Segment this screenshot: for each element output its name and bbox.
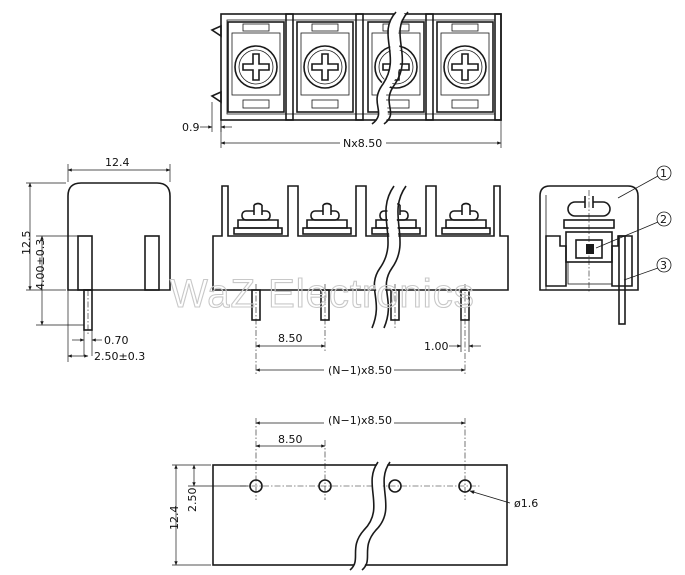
- dim-pcb-pitch: 8.50: [278, 433, 303, 446]
- front-body: [212, 185, 509, 291]
- callout-2-circle: [656, 211, 672, 227]
- pcb-layout: (N−1)x8.50 8.50 12.4 2.50 ø1.6: [168, 413, 538, 574]
- callout-2: 2: [660, 213, 667, 226]
- callout-1: 1: [660, 167, 667, 180]
- top-screw-cell-1: [228, 22, 284, 112]
- dim-pin-thickness: 0.70: [104, 334, 129, 347]
- section-clamp-core: [586, 244, 594, 254]
- front-screw-1: [233, 202, 283, 235]
- top-view: 0.9 Nx8.50: [182, 8, 502, 150]
- break-line-pcb-a: [349, 461, 379, 571]
- left-latch-top: [210, 24, 222, 38]
- front-view: 8.50 1.00 (N−1)x8.50: [212, 183, 509, 377]
- dim-pcb-row-offset: 2.50: [186, 488, 199, 513]
- break-line-front-b: [383, 185, 407, 329]
- dim-pcb-span: (N−1)x8.50: [328, 414, 392, 427]
- dim-total-width: Nx8.50: [343, 137, 382, 150]
- dim-top-pin-offset: 0.9: [182, 121, 200, 134]
- dim-pin-length: 4.00±0.3: [34, 239, 47, 290]
- section-hatch-right: [611, 235, 633, 287]
- break-line-front-a: [371, 185, 395, 329]
- dim-pin-offset: 2.50±0.3: [94, 350, 145, 363]
- dim-hole-diameter: ø1.6: [514, 497, 538, 510]
- break-line-top-a: [371, 11, 397, 125]
- break-line-top-b: [383, 11, 409, 125]
- front-screw-4: [441, 202, 491, 235]
- section-view: 1 2 3: [539, 165, 672, 325]
- front-screw-2: [302, 202, 352, 235]
- top-screw-cell-4: [437, 22, 493, 112]
- side-slot-right: [144, 235, 160, 291]
- dim-front-pitch: 8.50: [278, 332, 303, 345]
- side-slot-left: [77, 235, 93, 291]
- left-latch-bottom: [210, 90, 222, 104]
- callout-3: 3: [660, 259, 667, 272]
- section-hatch-left: [545, 235, 567, 287]
- top-view-outline: [220, 13, 502, 121]
- top-screw-cell-2: [297, 22, 353, 112]
- callout-3-circle: [656, 257, 672, 273]
- dim-side-width: 12.4: [105, 156, 130, 169]
- break-line-pcb-b: [361, 461, 391, 571]
- left-side-view: 12.4 12.5 4.00±0.3 0.70 2.50±0.3: [20, 156, 171, 363]
- watermark: WaZ Electronics: [170, 272, 475, 316]
- side-body: [67, 182, 171, 291]
- callout-1-circle: [656, 165, 672, 181]
- dim-side-height: 12.5: [20, 231, 33, 256]
- dim-pcb-depth: 12.4: [168, 506, 181, 531]
- section-body: [539, 185, 639, 291]
- dim-front-span: (N−1)x8.50: [328, 364, 392, 377]
- dim-pin-width: 1.00: [424, 340, 449, 353]
